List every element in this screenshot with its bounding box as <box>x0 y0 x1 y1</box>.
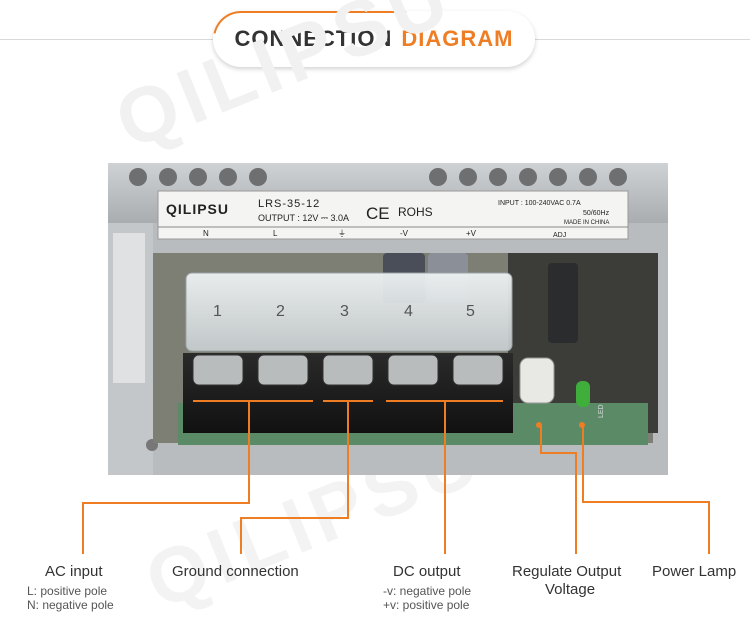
terminal-label-neg: -V <box>400 229 409 238</box>
regulate-connector-h <box>540 452 577 454</box>
ac-input-line2: N: negative pole <box>27 598 114 612</box>
page-title: CONNECTION DIAGRAM <box>213 11 535 67</box>
terminal-label-ground: ⏚ <box>338 229 346 238</box>
power-led <box>576 381 590 407</box>
terminal-number-5: 5 <box>466 303 475 320</box>
title-pill <box>213 11 535 67</box>
ac-input-connector-drop <box>82 502 84 554</box>
terminal-screws <box>192 354 504 386</box>
output-spec-text: OUTPUT : 12V ⎓ 3.0A <box>258 213 349 223</box>
watermark-top: QILIPSU <box>103 0 464 166</box>
ground-connector-h <box>240 517 349 519</box>
header-rule-right <box>535 39 750 40</box>
regulate-title-line2: Voltage <box>545 581 596 598</box>
brand-text: QILIPSU <box>166 201 229 217</box>
dc-output-connector <box>444 401 446 554</box>
terminal-number-3: 3 <box>340 303 349 320</box>
terminal-number-4: 4 <box>404 303 413 320</box>
regulate-connector-drop <box>575 452 577 554</box>
title-word-diagram: DIAGRAM <box>401 26 514 51</box>
terminal-label-n: N <box>203 229 209 238</box>
model-text: LRS-35-12 <box>258 198 320 210</box>
terminal-number-1: 1 <box>213 303 222 320</box>
regulate-title-line1: Regulate Output <box>512 563 622 580</box>
terminal-number-2: 2 <box>276 303 285 320</box>
vent-holes <box>129 168 627 186</box>
made-in-text: MADE IN CHINA <box>564 220 609 226</box>
frequency-text: 50/60Hz <box>583 210 610 217</box>
ce-mark: CE <box>366 204 390 223</box>
power-lamp-title: Power Lamp <box>652 563 737 580</box>
header-rule-left <box>0 39 213 40</box>
lamp-connector-drop <box>708 501 710 554</box>
ac-input-line1: L: positive pole <box>27 584 108 598</box>
ac-input-connector-v <box>248 401 250 504</box>
dc-output-title: DC output <box>393 563 461 580</box>
dc-output-line2: +v: positive pole <box>383 598 470 612</box>
label-plate <box>157 190 629 240</box>
rohs-mark: ROHS <box>398 205 433 219</box>
lamp-connector-v <box>582 425 584 503</box>
terminal-cover <box>185 272 513 352</box>
ground-title: Ground connection <box>172 563 299 580</box>
led-silk-label: LED <box>598 404 605 418</box>
input-spec-text: INPUT : 100-240VAC 0.7A <box>498 200 581 207</box>
title-word-connection: CONNECTION <box>234 26 393 51</box>
ground-connector-drop <box>240 517 242 554</box>
regulate-connector-v <box>540 425 542 454</box>
terminal-label-l: L <box>273 229 278 238</box>
lamp-connector-h <box>582 501 710 503</box>
dc-output-line1: -v: negative pole <box>383 584 472 598</box>
voltage-adjust-knob <box>519 357 555 404</box>
ac-input-connector-h <box>82 502 250 504</box>
terminal-label-pos: +V <box>466 229 477 238</box>
power-supply-image: QILIPSU LRS-35-12 OUTPUT : 12V ⎓ 3.0A CE… <box>108 163 668 475</box>
ac-input-title: AC input <box>45 563 103 580</box>
adj-label: ADJ <box>553 232 566 239</box>
ground-connector-v <box>347 401 349 518</box>
